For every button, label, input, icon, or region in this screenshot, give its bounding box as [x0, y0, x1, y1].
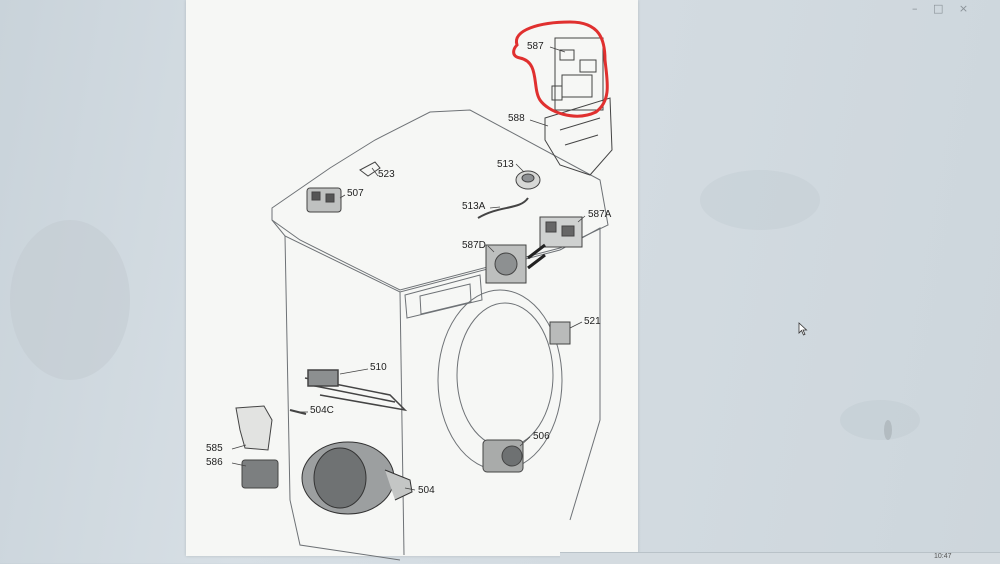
- part-label-510: 510: [370, 362, 387, 373]
- window-controls[interactable]: – □ ×: [912, 2, 975, 15]
- part-label-588: 588: [508, 113, 525, 124]
- part-label-504c: 504C: [310, 405, 334, 416]
- taskbar-clock: 10:47: [934, 553, 952, 560]
- part-label-586: 586: [206, 457, 223, 468]
- part-label-504: 504: [418, 485, 435, 496]
- taskbar: [560, 552, 1000, 564]
- part-label-587: 587: [527, 41, 544, 52]
- part-label-513: 513: [497, 159, 514, 170]
- part-label-507: 507: [347, 188, 364, 199]
- part-label-506: 506: [533, 431, 550, 442]
- part-label-521: 521: [584, 316, 601, 327]
- part-label-587a: 587A: [588, 209, 612, 220]
- part-label-585: 585: [206, 443, 223, 454]
- part-label-523: 523: [378, 169, 395, 180]
- mouse-cursor-icon: [798, 322, 808, 336]
- part-label-587d: 587D: [462, 240, 486, 251]
- part-label-513a: 513A: [462, 201, 486, 212]
